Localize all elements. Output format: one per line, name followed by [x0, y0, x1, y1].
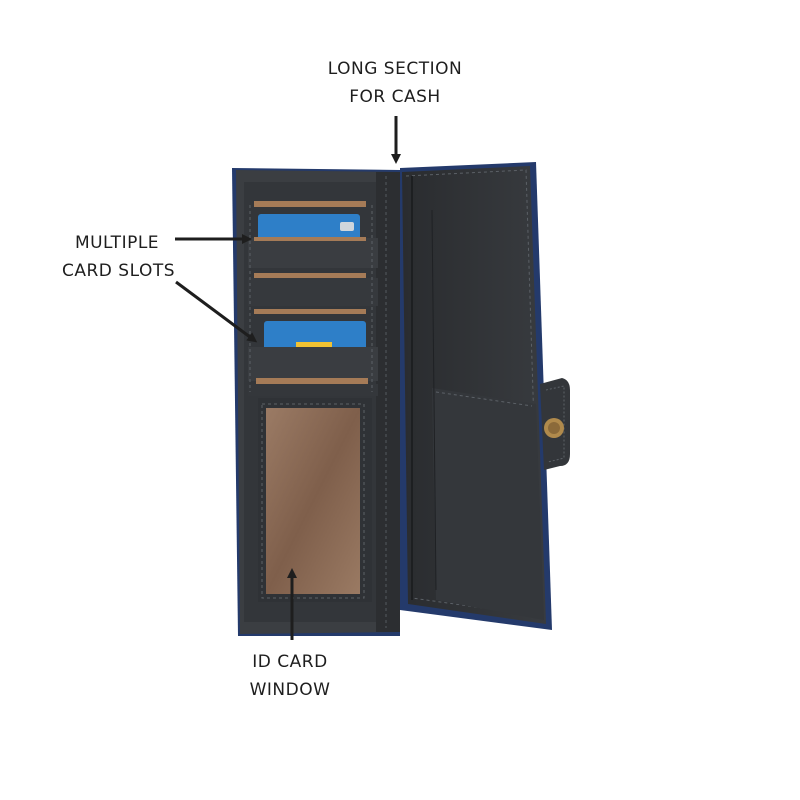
- callout-line: MULTIPLE: [74, 233, 160, 253]
- callout-long-section-for-cash: LONG SECTION FOR CASH: [320, 55, 470, 111]
- arrow-down-right-icon: [175, 280, 258, 343]
- card-slot: [254, 201, 366, 207]
- callout-line: WINDOW: [249, 680, 331, 700]
- callout-multiple-card-slots: MULTIPLE CARD SLOTS: [62, 229, 176, 285]
- wallet-spine: [376, 172, 400, 632]
- callout-id-card-window: ID CARD WINDOW: [230, 648, 350, 704]
- card-slot: [254, 309, 366, 314]
- card-slots: [248, 201, 378, 396]
- cash-pocket: [432, 388, 544, 620]
- callout-line: LONG SECTION: [327, 59, 463, 79]
- card-slot: [254, 273, 366, 278]
- clasp-tab: [540, 378, 570, 470]
- blue-card: [258, 214, 360, 244]
- callout-line: FOR CASH: [349, 87, 441, 107]
- callout-line: CARD SLOTS: [62, 261, 176, 281]
- callout-arrows: [175, 116, 401, 640]
- callout-line: ID CARD: [252, 652, 328, 672]
- right-panel: [402, 166, 546, 624]
- blue-card: [264, 321, 366, 351]
- id-card-window: [258, 398, 372, 602]
- card-slot: [256, 378, 368, 384]
